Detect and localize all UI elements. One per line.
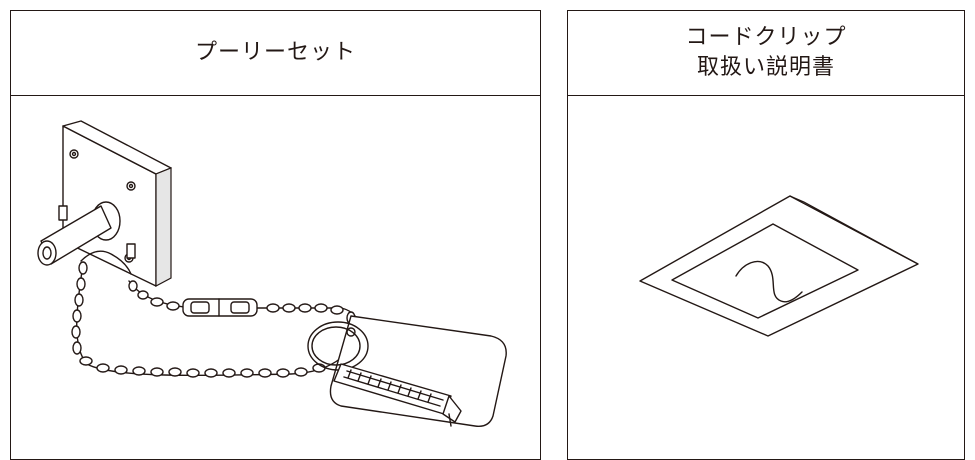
cord-clip [333,363,462,427]
instruction-title-line-2: 取扱い説明書 [696,55,835,80]
instruction-body [568,96,964,459]
instruction-panel: コードクリップ 取扱い説明書 [567,10,965,460]
chain-beads [71,261,363,378]
instruction-header: コードクリップ 取扱い説明書 [568,11,964,96]
pulley-set-body [11,96,540,459]
pulley-set-icon [37,120,507,427]
pulley-set-title: プーリーセット [194,40,356,65]
pulley-set-panel: プーリーセット [10,10,541,460]
instruction-sheet-icon [639,195,919,337]
pulley-set-header: プーリーセット [11,11,540,96]
instruction-title-line-1: コードクリップ [685,25,847,50]
chain-tag [329,315,507,427]
chain-connector [182,298,258,317]
